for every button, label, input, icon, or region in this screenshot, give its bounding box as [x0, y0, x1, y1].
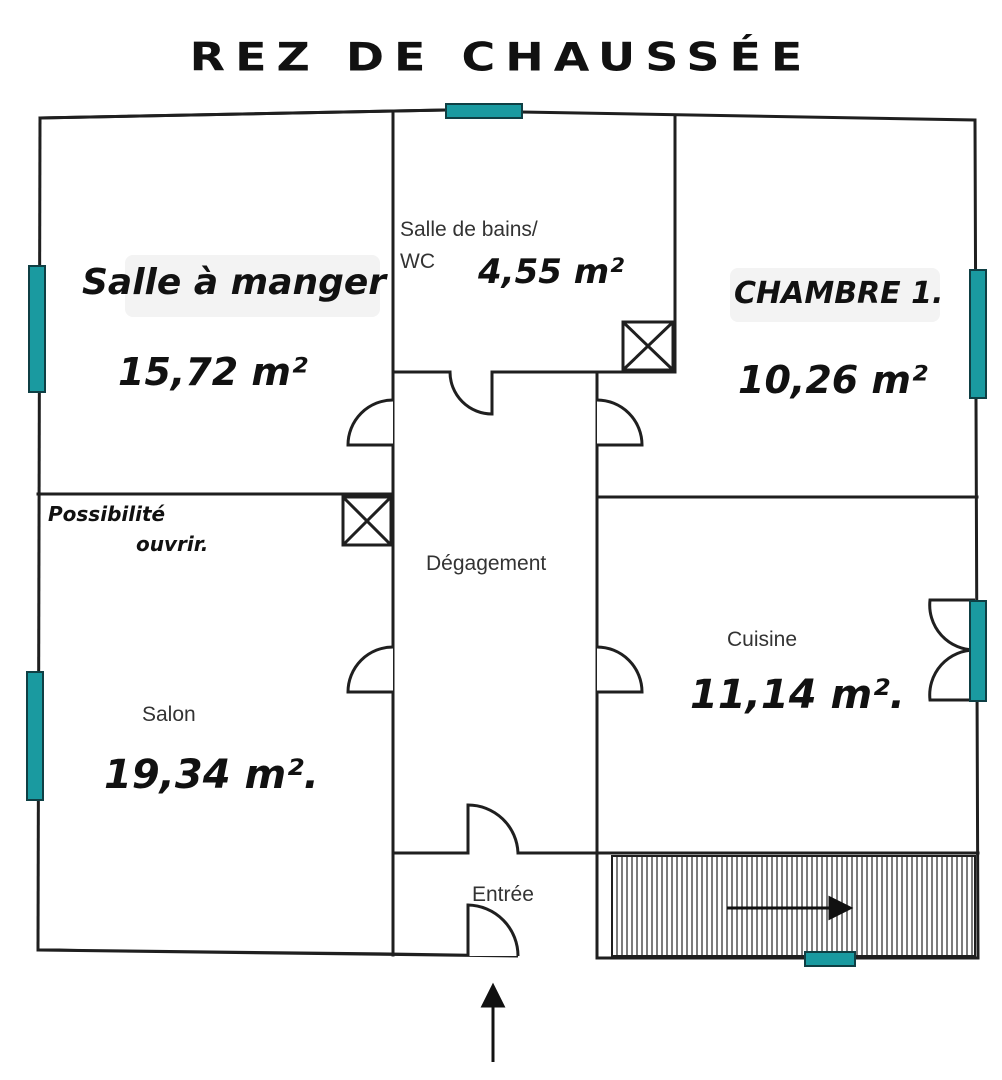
door-bath — [448, 371, 494, 416]
window-bottom — [804, 951, 856, 967]
stair-hatching: document.currentScript && null; — [611, 855, 976, 957]
door-corridor — [466, 803, 520, 854]
door-salon — [346, 645, 394, 694]
window-salon — [26, 671, 44, 801]
bathroom-area: 4,55 m² — [478, 252, 625, 292]
stair-frame — [611, 855, 976, 957]
dining-room-label: Salle à manger — [82, 262, 387, 303]
entrance-arrow-head — [480, 982, 506, 1008]
door-cuisine-window — [928, 598, 976, 702]
chambre-label-bg — [730, 268, 940, 322]
window-chambre — [969, 269, 987, 399]
door-cuisine — [596, 645, 644, 694]
living-room-area: 19,34 m². — [104, 752, 319, 798]
door-chambre — [596, 398, 644, 447]
window-top — [445, 103, 523, 119]
window-cuisine — [969, 600, 987, 702]
bedroom-label: CHAMBRE 1. — [734, 276, 944, 311]
bathroom-label-line2: WC — [400, 250, 435, 273]
door-entree — [466, 903, 520, 957]
plan-title: REZ DE CHAUSSÉE — [189, 34, 813, 80]
hallway-label: Dégagement — [426, 552, 547, 575]
window-dining — [28, 265, 46, 393]
dining-room-area: 15,72 m² — [118, 350, 308, 394]
note-line2: ouvrir. — [136, 532, 209, 556]
wall-top-left — [38, 108, 447, 120]
kitchen-label: Cuisine — [727, 628, 798, 651]
bathroom-label-line1: Salle de bains/ — [400, 218, 538, 241]
note-line1: Possibilité — [48, 502, 166, 526]
stair-arrow-head — [828, 895, 854, 921]
bedroom-area: 10,26 m² — [738, 358, 928, 402]
wall-left — [36, 116, 42, 952]
dining-label-bg — [125, 255, 380, 317]
living-room-label: Salon — [142, 703, 196, 726]
entrance-label: Entrée — [472, 883, 534, 906]
kitchen-area: 11,14 m². — [690, 672, 905, 718]
door-dining — [346, 398, 394, 447]
